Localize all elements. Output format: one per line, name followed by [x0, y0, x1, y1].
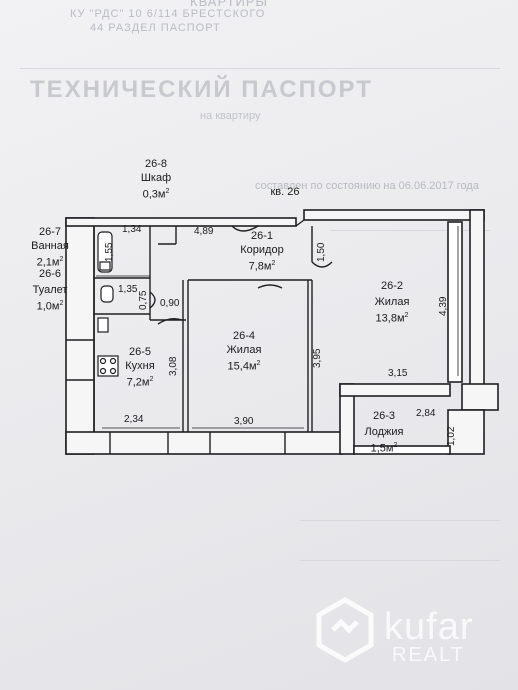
compiled-date-line: составлен по состоянию на 06.06.2017 год…	[255, 180, 479, 192]
passport-subtitle: на квартиру	[200, 110, 261, 122]
loggia-rail	[353, 445, 451, 455]
loggia-wall-corner	[461, 383, 499, 411]
room-26-3-name: Лоджия	[364, 426, 404, 438]
room-26-5-area: 7,2м2	[126, 376, 154, 389]
dim-3-95: 3,95	[312, 348, 323, 368]
watermark-sub: REALT	[392, 644, 465, 666]
dim-3-15: 3,15	[388, 368, 408, 379]
room-26-1-area: 7,8м2	[248, 260, 276, 273]
room-26-2-code: 26-2	[380, 280, 404, 292]
faint-rule-3	[300, 520, 500, 521]
room-26-2-name: Жилая	[374, 296, 410, 308]
dim-0-90: 0,90	[160, 298, 180, 309]
room-26-1-name: Коридор	[240, 244, 284, 256]
dim-0-75: 0,75	[138, 290, 149, 310]
dim-3-08: 3,08	[168, 356, 179, 376]
header-line-3: 44 РАЗДЕЛ ПАСПОРТ	[90, 22, 221, 34]
room-26-4-area: 15,4м2	[227, 360, 261, 373]
room-26-4-code: 26-4	[232, 330, 256, 342]
dim-4-89: 4,89	[194, 226, 214, 237]
header-line-2: КУ "РДС" 10 6/114 БРЕСТСКОГО	[70, 8, 266, 20]
dim-1-34: 1,34	[122, 224, 142, 235]
sink-icon	[97, 317, 109, 333]
loggia-wall-end	[447, 409, 485, 455]
loggia-wall-right	[469, 209, 485, 411]
apartment-label: кв. 26	[270, 186, 300, 198]
outer-wall-bottom	[65, 431, 343, 455]
dim-2-84: 2,84	[416, 408, 436, 419]
room-26-1-code: 26-1	[250, 230, 274, 242]
room-26-7-name: Ванная	[31, 240, 69, 252]
dim-2-34: 2,34	[124, 414, 144, 425]
header-rule	[20, 68, 500, 69]
room-26-6-name: Туалет	[32, 284, 68, 296]
room-26-8-area: 0,3м2	[142, 188, 170, 201]
dim-4-39: 4,39	[438, 296, 449, 316]
faint-rule-2	[330, 230, 490, 231]
room-26-4-name: Жилая	[226, 344, 262, 356]
room-26-6-code: 26-6	[38, 268, 62, 280]
dim-3-90: 3,90	[234, 416, 254, 427]
watermark-brand: kufar	[384, 606, 474, 648]
watermark-logo-icon	[316, 597, 374, 663]
room-26-8-code: 26-8	[144, 158, 168, 170]
header-top-line: КВАРТИРЫ	[190, 0, 269, 9]
dim-1-02: 1,02	[446, 426, 457, 446]
room-26-7-code: 26-7	[38, 226, 62, 238]
faint-rule-4	[300, 560, 500, 561]
room-26-6-area: 1,0м2	[36, 300, 64, 313]
room-26-7-area: 2,1м2	[36, 256, 64, 269]
room-26-2-area: 13,8м2	[375, 312, 409, 325]
room-26-3-code: 26-3	[372, 410, 396, 422]
dim-1-55: 1,55	[104, 242, 115, 262]
outer-wall-top-right	[303, 209, 485, 221]
dim-1-50: 1,50	[316, 242, 327, 262]
outer-wall-left	[65, 217, 95, 455]
room-2-bottom-wall	[339, 383, 451, 397]
room-26-3-area: 1,5м2	[370, 442, 398, 455]
room-26-8-name: Шкаф	[140, 172, 172, 184]
passport-title: ТЕХНИЧЕСКИЙ ПАСПОРТ	[30, 76, 373, 103]
dim-1-35: 1,35	[118, 284, 138, 295]
room-26-5-code: 26-5	[128, 346, 152, 358]
outer-wall-top-left	[65, 217, 297, 227]
room-26-5-name: Кухня	[125, 360, 155, 372]
window-wall-room-2	[447, 221, 463, 383]
